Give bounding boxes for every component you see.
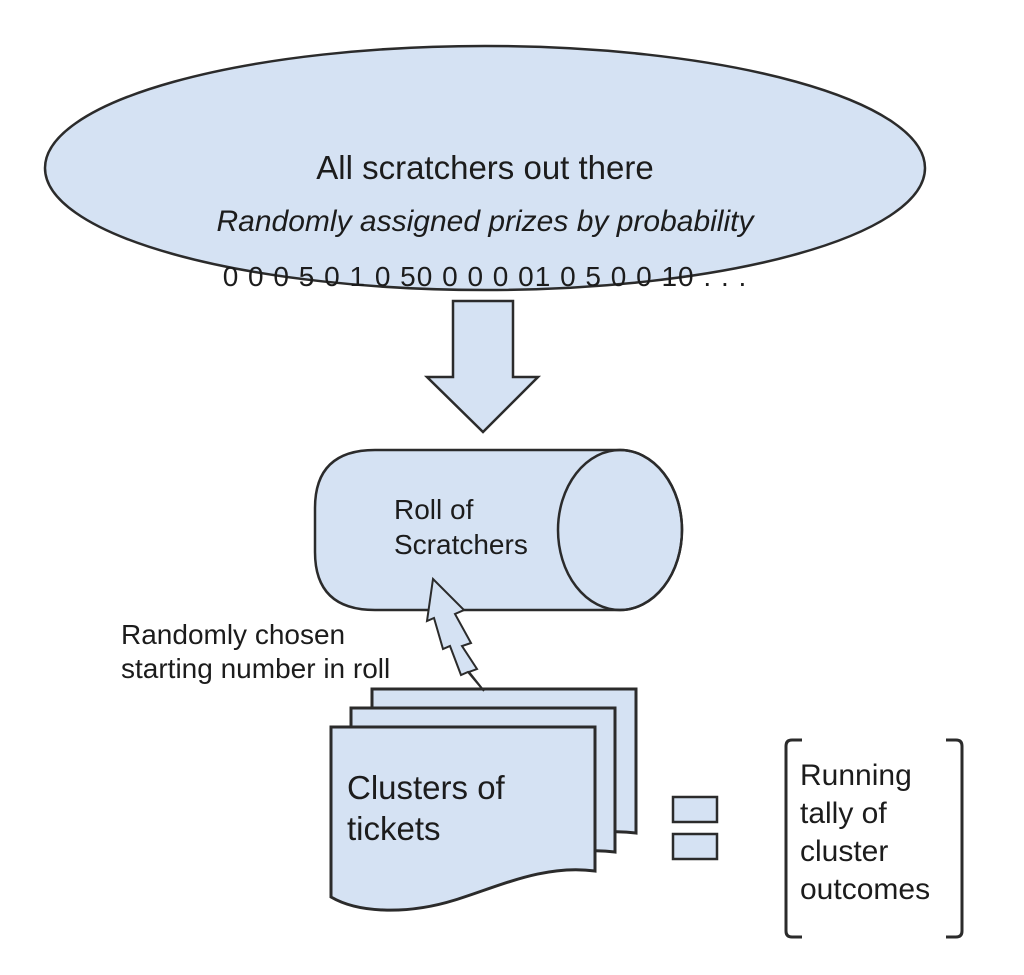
ticket-page-front [329,725,597,912]
roll-cylinder-label: Roll of Scratchers [394,494,528,560]
population-ellipse [43,44,927,292]
population-ellipse-text: All scratchers out there Randomly assign… [85,131,885,314]
roll-cylinder-cap [556,448,684,612]
down-arrow-icon [423,299,542,434]
random-start-annotation: Randomly chosen starting number in roll [121,619,391,684]
population-title: All scratchers out there [316,149,654,186]
bracket-right [946,738,964,939]
bracket-left [784,738,802,939]
tally-bracket-label: Running tally of cluster outcomes [800,759,931,906]
lightning-bolt-icon [425,576,485,692]
equals-bar-bottom [671,832,719,861]
population-values: 0 0 0 5 0 1 0 50 0 0 0 01 0 5 0 0 10 . .… [222,261,748,292]
ticket-stack-label: Clusters of tickets [347,769,505,847]
population-subtitle: Randomly assigned prizes by probability [216,205,754,238]
equals-bar-top [671,795,719,824]
